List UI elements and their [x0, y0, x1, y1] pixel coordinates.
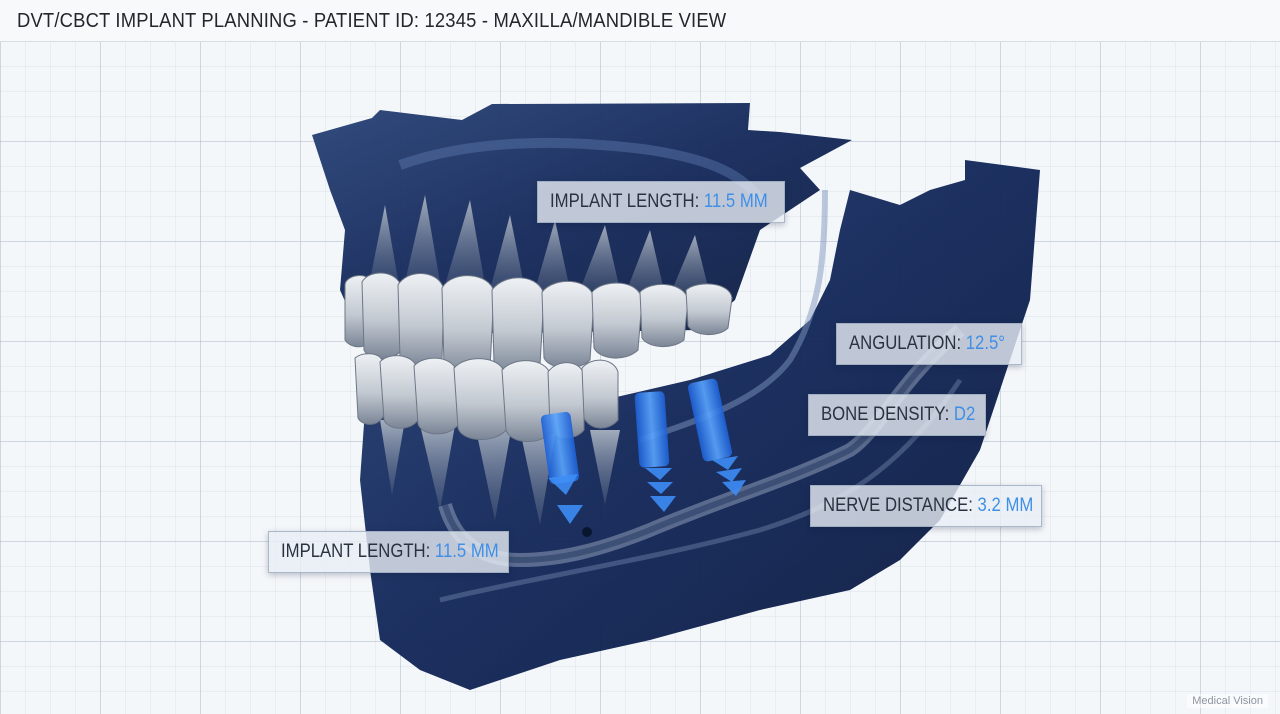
implant-1[interactable] [540, 411, 583, 524]
lower-teeth [354, 353, 619, 442]
angulation-label: ANGULATION: 12.5° [836, 323, 1022, 365]
page-title: DVT/CBCT IMPLANT PLANNING - PATIENT ID: … [17, 10, 727, 32]
watermark: Medical Vision [1187, 694, 1268, 708]
implant-length-label-top: IMPLANT LENGTH: 11.5 MM [537, 181, 785, 223]
implant-2[interactable] [634, 391, 676, 512]
implant-length-label-bottom: IMPLANT LENGTH: 11.5 MM [268, 531, 509, 573]
upper-tooth-roots [370, 195, 710, 295]
bone-density-label: BONE DENSITY: D2 [808, 394, 986, 436]
upper-teeth [344, 272, 733, 377]
title-bar: DVT/CBCT IMPLANT PLANNING - PATIENT ID: … [0, 0, 1280, 42]
implant-3[interactable] [687, 378, 746, 496]
nerve-distance-label: NERVE DISTANCE: 3.2 MM [810, 485, 1042, 527]
